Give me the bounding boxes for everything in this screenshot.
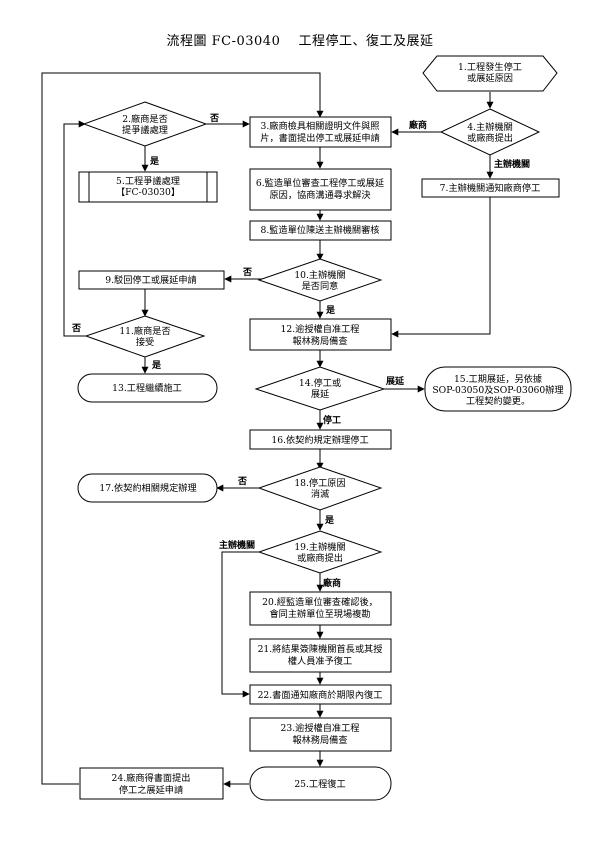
edge-label-14-stop: 停工 <box>323 414 341 426</box>
node-18-label: 18.停工原因消滅 <box>294 477 345 500</box>
node-4-label: 4.主辦機關或廠商提出 <box>467 121 513 144</box>
node-2-shape <box>82 101 208 147</box>
connectors <box>41 72 494 788</box>
node-24-shape <box>79 767 224 800</box>
node-17-label: 17.依契約相關規定辦理 <box>99 482 196 494</box>
node-15-shape <box>424 366 572 412</box>
node-1-label: 1.工程發生停工或展延原因 <box>458 61 522 84</box>
edge-label-4-agency: 主辦機關 <box>494 158 530 170</box>
node-25-shape <box>249 766 392 801</box>
edge-label-10-no: 否 <box>242 267 252 278</box>
node-9-label: 9.駁回停工或展延申請 <box>105 274 196 286</box>
node-7-shape <box>421 178 560 198</box>
node-14-label: 14.停工或展延 <box>299 377 341 400</box>
edge-label-18-no: 否 <box>237 476 247 487</box>
node-22-label: 22.書面通知廠商於期限內復工 <box>258 689 383 701</box>
node-11-shape <box>84 315 206 358</box>
node-23-shape <box>249 717 392 752</box>
node-9-shape <box>78 270 225 290</box>
node-20-label: 20.經監造單位審查確認後，會同主辦單位至現場複勘 <box>262 596 378 620</box>
edge-7-12 <box>391 196 491 338</box>
node-10-label: 10.主辦機關是否同意 <box>294 269 345 292</box>
node-1-shape <box>422 55 558 92</box>
edge-label-2-no: 否 <box>209 113 219 124</box>
node-4-shape <box>439 108 541 156</box>
page-title: 流程圖 FC-03040 工程停工、復工及展延 <box>166 34 434 49</box>
node-12-shape <box>249 318 392 351</box>
edge-label-19-agency: 主辦機關 <box>219 539 255 551</box>
edge-11-2 <box>63 120 87 337</box>
edge-label-18-yes: 是 <box>324 515 335 526</box>
node-6-label: 6.監造單位審查工程停工或展延原因，協商溝通尋求解決 <box>256 177 384 201</box>
node-25-label: 25.工程復工 <box>294 778 345 790</box>
node-13-label: 13.工程繼續施工 <box>112 382 182 394</box>
edge-label-4-vendor: 廠商 <box>409 119 427 131</box>
edge-19-22 <box>221 551 263 698</box>
node-10-shape <box>257 258 383 302</box>
node-20-shape <box>249 591 392 626</box>
node-11-label: 11.廠商是否接受 <box>119 325 170 348</box>
edge-label-2-yes: 是 <box>149 156 160 167</box>
node-6-shape <box>249 168 392 211</box>
node-5-label: 5.工程爭議處理【FC-03030】 <box>116 175 180 198</box>
node-2-label: 2.廠商是否提爭議處理 <box>122 113 168 136</box>
node-18-shape <box>257 466 383 511</box>
node-16-shape <box>249 429 392 450</box>
node-8-label: 8.監造單位陳送主辦機關審核 <box>260 224 379 236</box>
edge-label-10-yes: 是 <box>325 305 336 316</box>
node-3-label: 3.廠商檢具相關證明文件與照片，書面提出停工或展延申請 <box>260 120 379 144</box>
node-14-shape <box>254 366 386 411</box>
node-21-shape <box>249 638 392 673</box>
node-16-label: 16.依契約規定辦理停工 <box>271 434 368 446</box>
node-17-shape <box>77 473 218 503</box>
edge-24-3 <box>41 72 324 785</box>
node-7-label: 7.主辦機關通知廠商停工 <box>440 182 541 194</box>
node-19-shape <box>257 530 383 574</box>
node-12-label: 12.逾授權自准工程報林務局備查 <box>281 323 360 347</box>
node-3-shape <box>249 116 392 148</box>
node-8-shape <box>249 220 392 241</box>
node-5-shape <box>78 171 218 203</box>
edge-label-11-no: 否 <box>71 323 81 334</box>
node-23-label: 23.逾授權自准工程報林務局備查 <box>281 722 360 746</box>
node-24-label: 24.廠商得書面提出停工之展延申請 <box>112 772 191 796</box>
node-19-label: 19.主辦機關或廠商提出 <box>294 541 345 564</box>
edge-label-14-ext: 展延 <box>386 375 405 387</box>
node-21-label: 21.將結果簽陳機關首長或其授權人員准予復工 <box>258 643 383 667</box>
edge-label-19-vendor: 廠商 <box>323 577 341 589</box>
node-22-shape <box>249 684 392 705</box>
node-13-shape <box>77 373 218 403</box>
edge-label-11-yes: 是 <box>151 360 162 371</box>
